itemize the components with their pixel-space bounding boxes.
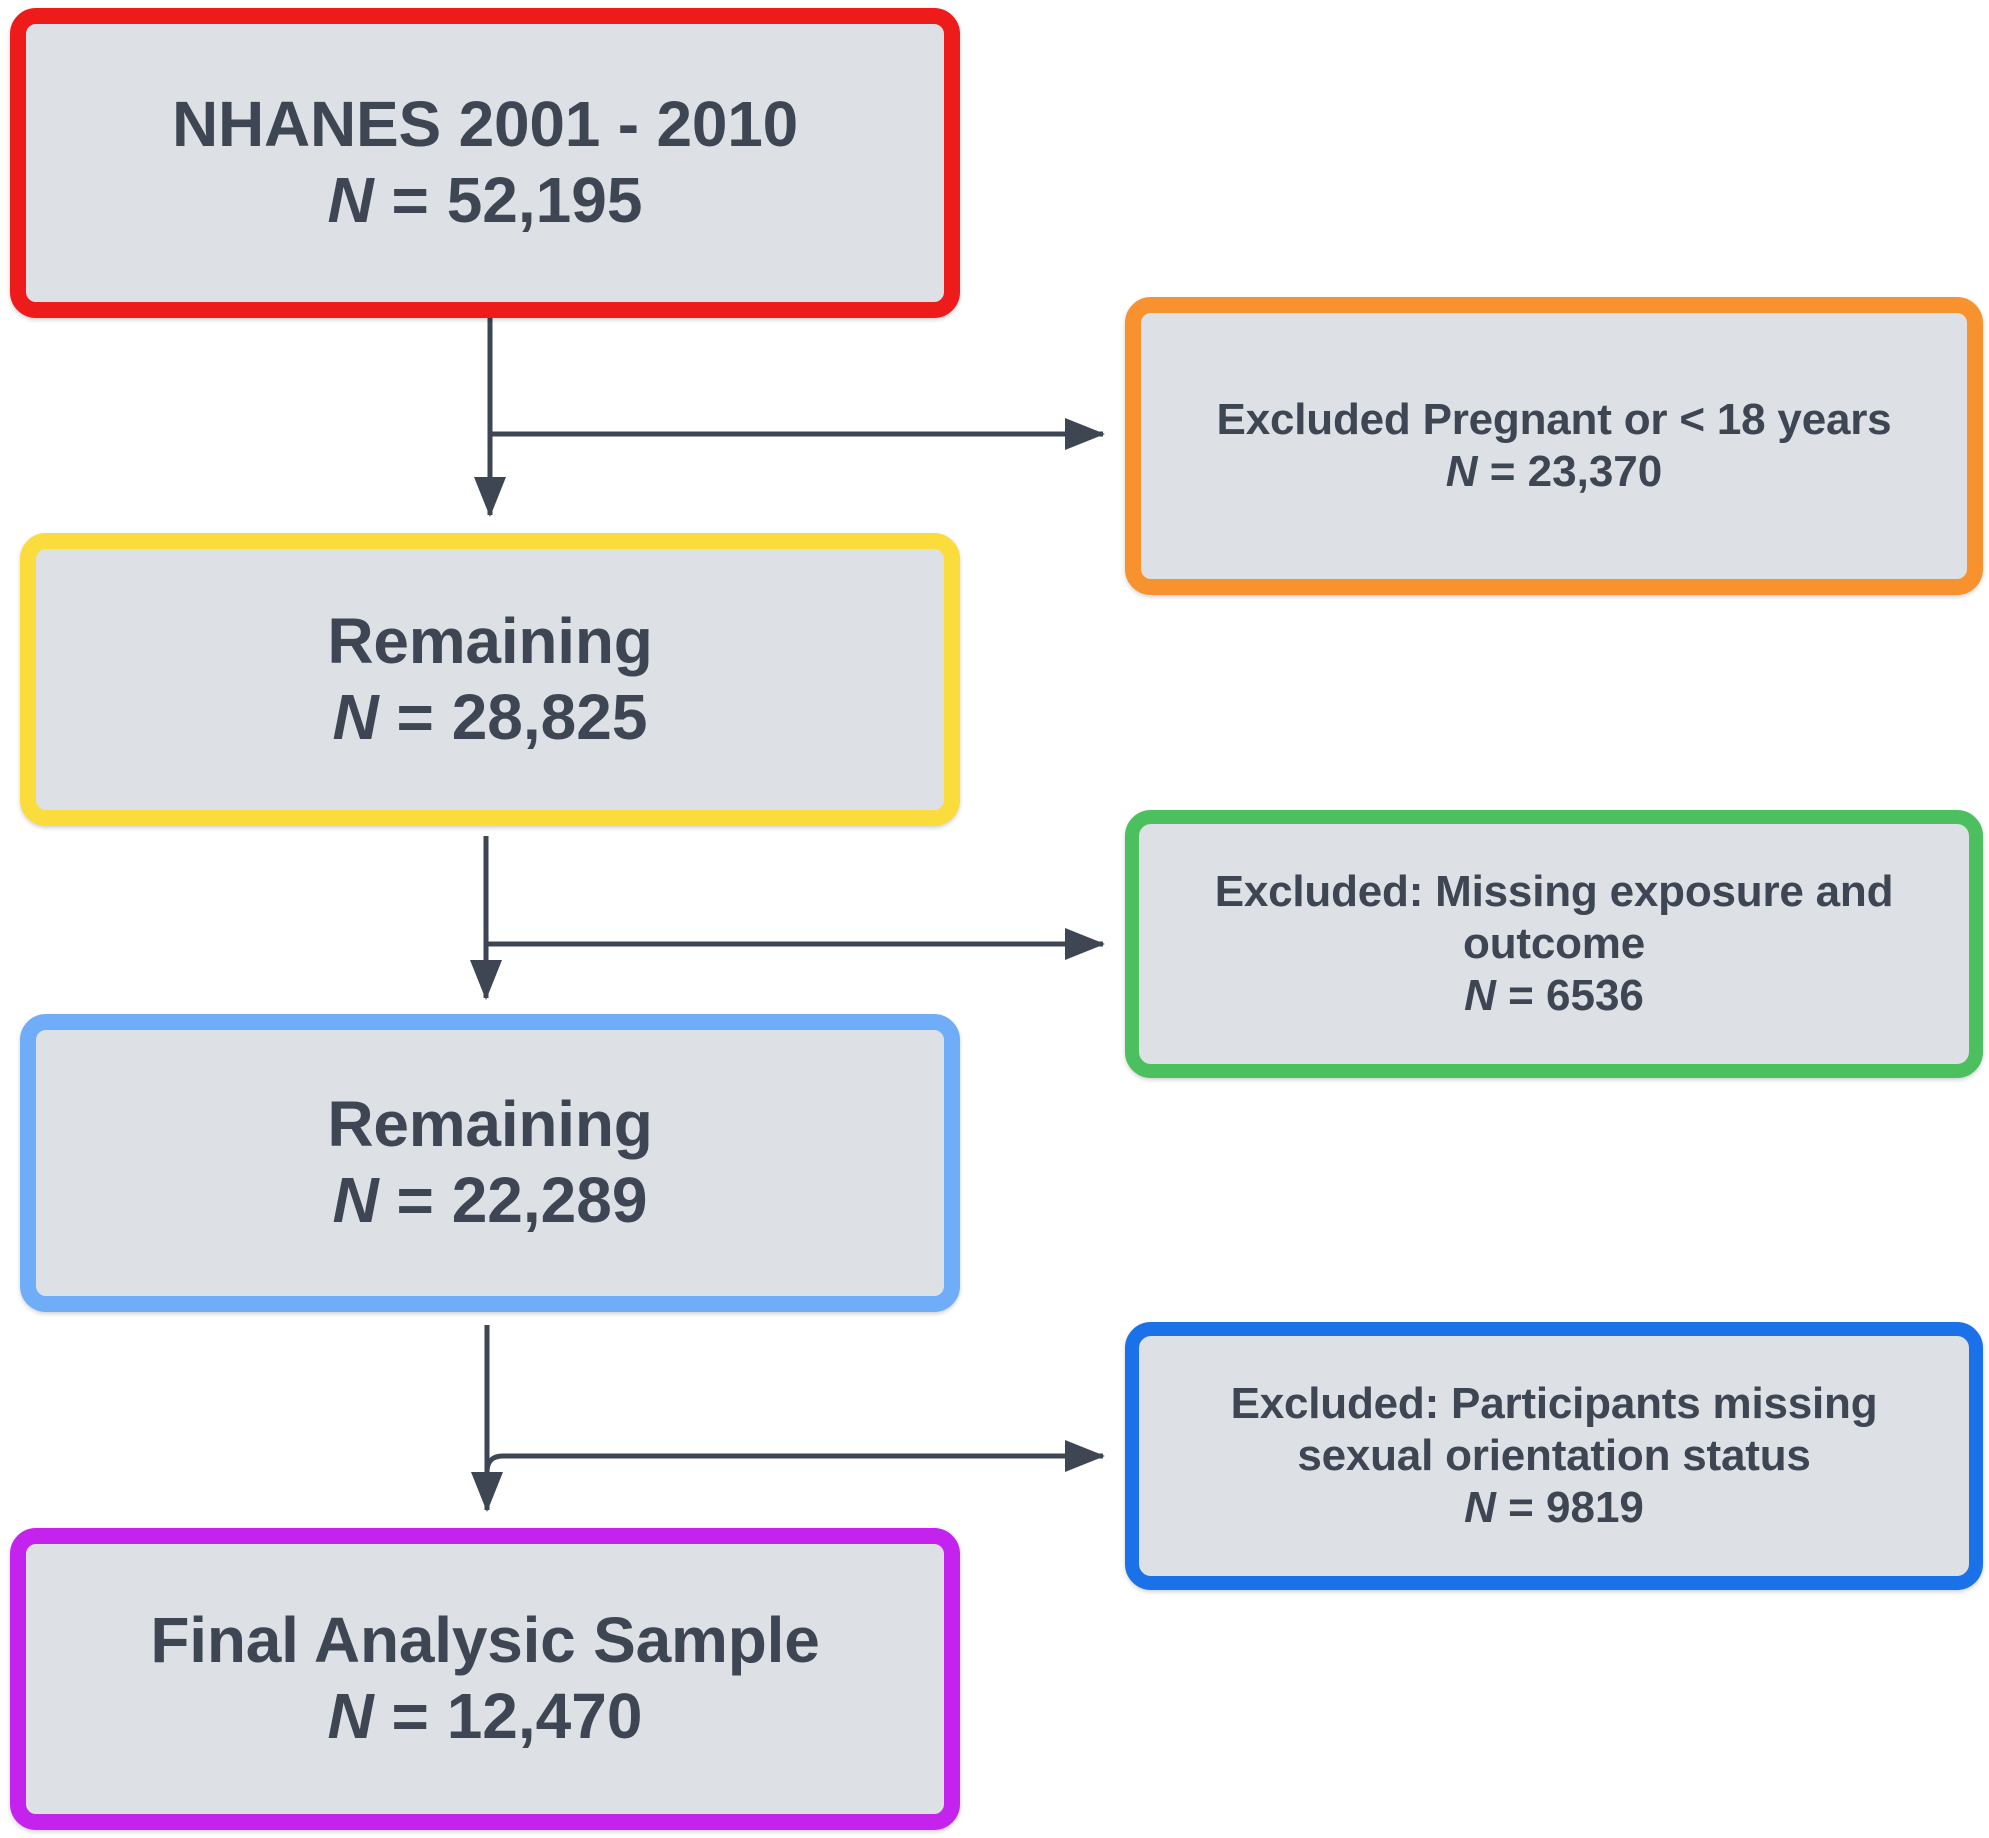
node-final-label: Final Analysic Sample <box>150 1604 820 1677</box>
n-symbol: N <box>1464 1482 1496 1532</box>
n-equals: = <box>1495 970 1547 1020</box>
node-remaining-2-label: Remaining <box>327 1088 653 1161</box>
n-symbol: N <box>1445 447 1478 496</box>
n-value: 12,470 <box>446 1680 643 1752</box>
n-value: 52,195 <box>446 164 643 236</box>
n-value: 6536 <box>1546 970 1644 1020</box>
n-value: 23,370 <box>1527 447 1663 496</box>
n-symbol: N <box>327 164 374 236</box>
n-symbol: N <box>327 1680 374 1752</box>
n-equals: = <box>1477 447 1528 496</box>
n-equals: = <box>373 1680 447 1752</box>
node-excluded-3-count: N = 9819 <box>1464 1482 1644 1534</box>
node-final-count: N = 12,470 <box>328 1679 643 1755</box>
node-excluded-missing-exposure-outcome[interactable]: Excluded: Missing exposure and outcome N… <box>1125 810 1983 1078</box>
node-excluded-pregnant-or-under-18[interactable]: Excluded Pregnant or < 18 years N = 23,3… <box>1125 297 1983 595</box>
n-equals: = <box>378 680 452 753</box>
node-excluded-1-label: Excluded Pregnant or < 18 years <box>1216 395 1892 445</box>
node-excluded-2-count: N = 6536 <box>1464 970 1644 1022</box>
node-excluded-2-label-line-2: outcome <box>1463 919 1645 969</box>
n-equals: = <box>378 1164 452 1236</box>
node-excluded-1-count: N = 23,370 <box>1446 446 1663 498</box>
node-source-cohort[interactable]: NHANES 2001 - 2010 N = 52,195 <box>10 8 960 318</box>
node-excluded-3-label-line-1: Excluded: Participants missing <box>1230 1379 1878 1429</box>
node-remaining-2[interactable]: Remaining N = 22,289 <box>20 1014 960 1312</box>
node-remaining-1-count: N = 28,825 <box>333 680 648 756</box>
n-equals: = <box>1495 1482 1547 1532</box>
n-value: 28,825 <box>451 680 648 753</box>
n-value: 9819 <box>1546 1482 1644 1532</box>
node-excluded-3-label-line-2: sexual orientation status <box>1297 1431 1811 1481</box>
node-remaining-2-count: N = 22,289 <box>333 1163 648 1239</box>
node-excluded-missing-sexual-orientation[interactable]: Excluded: Participants missing sexual or… <box>1125 1322 1983 1590</box>
node-final-analysis-sample[interactable]: Final Analysic Sample N = 12,470 <box>10 1528 960 1830</box>
node-remaining-1[interactable]: Remaining N = 28,825 <box>20 533 960 826</box>
n-symbol: N <box>1464 970 1496 1020</box>
n-value: 22,289 <box>451 1164 648 1236</box>
n-symbol: N <box>332 1164 379 1236</box>
node-remaining-1-label: Remaining <box>327 604 653 677</box>
node-excluded-2-label-line-1: Excluded: Missing exposure and <box>1214 867 1894 917</box>
n-equals: = <box>373 164 447 236</box>
node-source-count: N = 52,195 <box>328 163 643 239</box>
n-symbol: N <box>332 680 379 753</box>
connector-remaining2-to-excluded3 <box>484 1439 1106 1473</box>
node-source-label: NHANES 2001 - 2010 <box>171 88 799 161</box>
